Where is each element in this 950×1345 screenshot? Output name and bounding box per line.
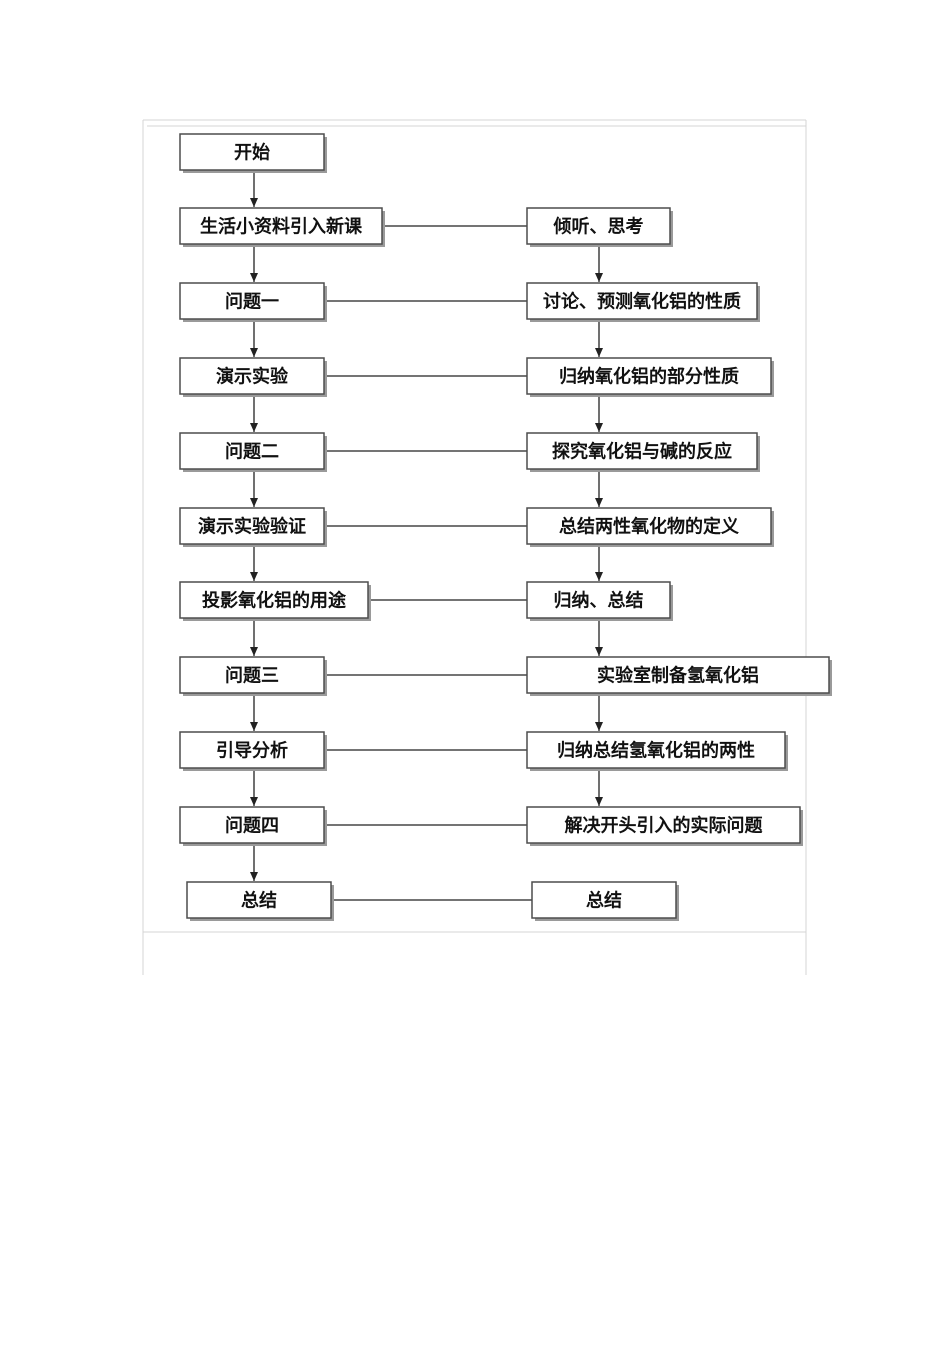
flow-node-l5: 演示实验验证	[179, 507, 327, 547]
flow-node-r10: 总结	[531, 881, 679, 921]
flow-node-r8: 归纳总结氢氧化铝的两性	[526, 731, 788, 771]
node-label: 总结	[241, 890, 277, 912]
node-box	[179, 731, 325, 769]
node-label: 归纳总结氢氧化铝的两性	[557, 740, 755, 762]
flow-node-r2: 讨论、预测氧化铝的性质	[526, 282, 760, 322]
flow-node-r7: 实验室制备氢氧化铝	[526, 656, 832, 696]
flow-node-l3: 演示实验	[179, 357, 327, 397]
node-label: 总结	[586, 890, 622, 912]
node-label: 问题二	[225, 442, 279, 463]
flow-node-l8: 引导分析	[179, 731, 327, 771]
node-label: 问题四	[225, 816, 279, 837]
flow-node-l0: 开始	[179, 133, 327, 173]
flow-node-l9: 问题四	[179, 806, 327, 846]
node-box	[179, 207, 383, 245]
flow-node-l7: 问题三	[179, 656, 327, 696]
node-label: 实验室制备氢氧化铝	[597, 665, 759, 687]
node-label: 演示实验验证	[198, 516, 306, 538]
flowchart-nodes: 开始生活小资料引入新课问题一演示实验问题二演示实验验证投影氧化铝的用途问题三引导…	[179, 133, 832, 921]
node-label: 问题一	[225, 292, 279, 313]
flow-node-l6: 投影氧化铝的用途	[179, 581, 371, 621]
flow-node-r4: 探究氧化铝与碱的反应	[526, 432, 760, 472]
flow-node-r3: 归纳氧化铝的部分性质	[526, 357, 774, 397]
node-box	[179, 507, 325, 545]
node-box	[179, 133, 325, 171]
node-box	[179, 581, 369, 619]
node-box	[526, 357, 772, 395]
node-label: 引导分析	[216, 740, 288, 762]
node-box	[526, 806, 801, 844]
flow-arrows	[250, 170, 603, 881]
node-label: 解决开头引入的实际问题	[565, 815, 764, 837]
node-box	[531, 881, 677, 919]
node-box	[179, 357, 325, 395]
node-label: 生活小资料引入新课	[200, 216, 363, 238]
node-box	[526, 207, 671, 245]
node-box	[526, 432, 758, 470]
node-box	[526, 731, 786, 769]
flow-node-r6: 归纳、总结	[526, 581, 673, 621]
node-label: 归纳氧化铝的部分性质	[559, 366, 739, 388]
node-box	[179, 432, 325, 470]
node-label: 探究氧化铝与碱的反应	[552, 441, 732, 463]
node-box	[179, 282, 325, 320]
flow-node-l10: 总结	[186, 881, 334, 921]
node-label: 问题三	[225, 666, 279, 687]
node-label: 开始	[234, 142, 270, 164]
node-label: 总结两性氧化物的定义	[559, 516, 739, 538]
node-label: 倾听、思考	[553, 216, 644, 238]
node-box	[186, 881, 332, 919]
node-label: 归纳、总结	[554, 590, 644, 612]
flow-node-r1: 倾听、思考	[526, 207, 673, 247]
connector-lines	[324, 225, 532, 901]
figure-frame	[142, 119, 807, 975]
node-box	[526, 507, 772, 545]
flow-node-l1: 生活小资料引入新课	[179, 207, 385, 247]
flow-node-r9: 解决开头引入的实际问题	[526, 806, 803, 846]
node-label: 讨论、预测氧化铝的性质	[543, 291, 741, 313]
node-box	[179, 806, 325, 844]
node-box	[526, 282, 758, 320]
node-label: 投影氧化铝的用途	[202, 590, 347, 612]
flow-node-r5: 总结两性氧化物的定义	[526, 507, 774, 547]
node-label: 演示实验	[216, 366, 289, 388]
node-box	[526, 656, 830, 694]
flow-node-l4: 问题二	[179, 432, 327, 472]
node-box	[179, 656, 325, 694]
node-box	[526, 581, 671, 619]
flow-node-l2: 问题一	[179, 282, 327, 322]
